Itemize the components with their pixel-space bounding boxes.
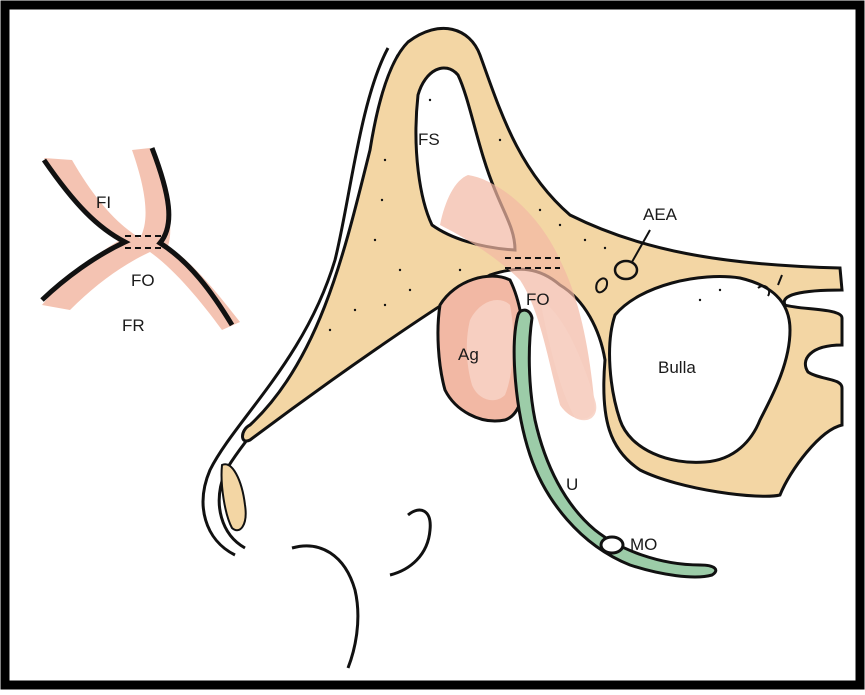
- dot: [539, 209, 541, 211]
- dot: [429, 99, 431, 101]
- dot: [699, 299, 701, 301]
- label-bulla: Bulla: [658, 358, 696, 377]
- dot: [719, 289, 721, 291]
- dot: [559, 224, 561, 226]
- label-mo: MO: [630, 535, 657, 554]
- label-ag: Ag: [458, 345, 479, 364]
- label-fr: FR: [122, 316, 145, 335]
- dot: [374, 239, 376, 241]
- label-u: U: [566, 475, 578, 494]
- dot: [584, 239, 586, 241]
- label-fi: FI: [96, 193, 111, 212]
- dot: [459, 269, 461, 271]
- label-fs: FS: [418, 130, 440, 149]
- dot: [384, 304, 386, 306]
- label-fo-main: FO: [526, 290, 550, 309]
- maxillary-ostium: [601, 537, 623, 553]
- dot: [354, 309, 356, 311]
- label-aea: AEA: [643, 205, 678, 224]
- dot: [384, 159, 386, 161]
- aea-vessel: [615, 261, 637, 279]
- dot: [399, 269, 401, 271]
- label-fo-inset: FO: [131, 271, 155, 290]
- dot: [604, 247, 606, 249]
- dot: [381, 199, 383, 201]
- dot: [409, 289, 411, 291]
- dot: [329, 329, 331, 331]
- dot: [499, 139, 501, 141]
